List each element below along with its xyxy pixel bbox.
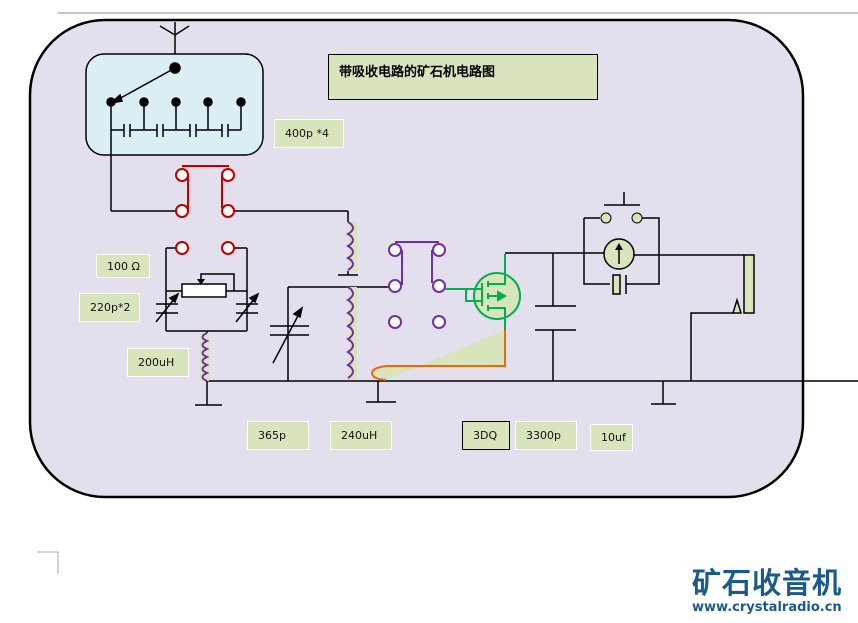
trimmer-capacitor-icon[interactable] [155,292,260,323]
jack-tip-icon [731,297,743,314]
secondary-coil-icon [346,286,357,380]
earphone-jack-icon[interactable] [743,254,755,314]
label-transistor: 3DQ [462,421,510,450]
meter-arrow [615,243,623,250]
potentiometer-icon [181,283,227,298]
antenna-capacitors-icon [111,102,242,137]
label-antenna-caps: 400p *4 [274,119,344,148]
push-button-contact-right[interactable] [631,212,643,224]
tuning-capacitor-icon[interactable] [272,306,304,364]
potentiometer-wiper-icon [197,279,205,285]
switch-purple[interactable] [388,241,446,329]
site-url[interactable]: www.crystalradio.cn [692,600,842,615]
switch-red[interactable] [175,165,235,255]
trap-coil-icon [200,332,210,382]
primary-coil-icon [346,221,357,271]
wiring [110,102,858,406]
page-corner-mark [37,551,59,574]
label-coupling-cap: 10uf [590,424,633,451]
diagram-title: 带吸收电路的矿石机电路图 [328,54,598,100]
push-button-contact-left[interactable] [600,212,612,224]
label-resistor: 100 Ω [96,254,150,278]
label-trap-coil: 200uH [127,348,189,377]
transistor-icon [445,254,521,330]
detector-lead [370,330,506,381]
label-trimmer-caps: 220p*2 [79,293,140,322]
label-bypass-cap: 3300p [515,421,577,450]
label-main-coil: 240uH [330,421,392,450]
electrolytic-capacitor-icon [612,274,621,295]
label-tuning-cap: 365p [247,421,309,450]
site-logo: 矿石收音机 [692,566,843,600]
